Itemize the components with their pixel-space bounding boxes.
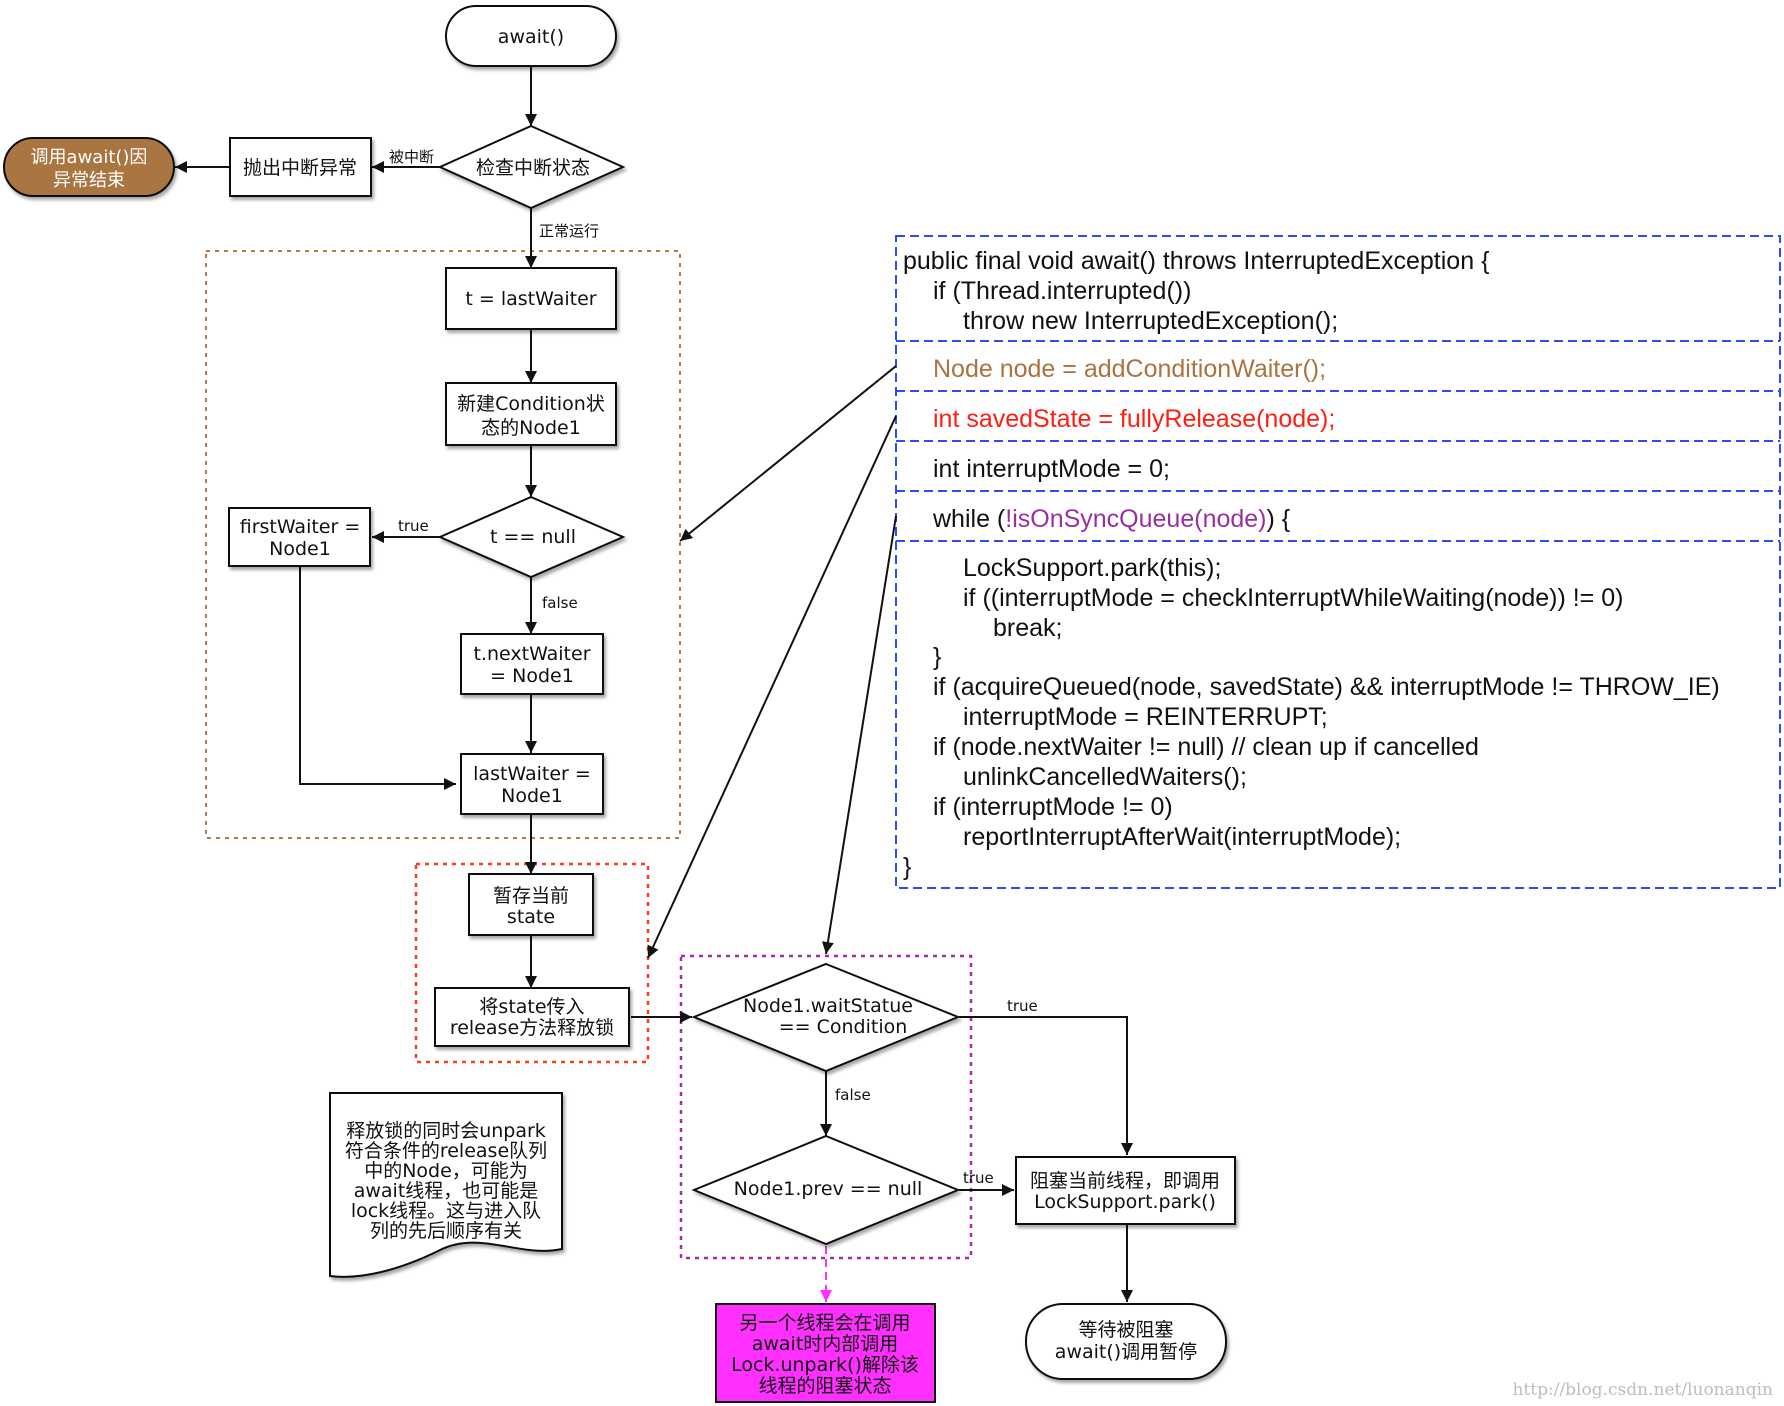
connector-add-condition-waiter (679, 365, 897, 542)
t-null-decision: t == null (437, 495, 626, 579)
svg-text:Node1: Node1 (269, 538, 331, 560)
code-line-5: int savedState = fullyRelease(node); (933, 405, 1335, 433)
svg-text:检查中断状态: 检查中断状态 (476, 157, 590, 179)
edge-label-prev-true: true (963, 1169, 994, 1187)
code-line-8: LockSupport.park(this); (963, 554, 1221, 582)
svg-text:新建Condition状: 新建Condition状 (457, 393, 605, 415)
wait-end-terminal: 等待被阻塞 await()调用暂停 (1025, 1303, 1227, 1380)
save-state-box: 暂存当前 state (468, 873, 594, 936)
svg-text:暂存当前: 暂存当前 (493, 885, 569, 907)
code-line-17: reportInterruptAfterWait(interruptMode); (963, 823, 1401, 851)
prev-null-decision: Node1.prev == null (691, 1134, 961, 1246)
code-line-2: if (Thread.interrupted()) (933, 277, 1191, 305)
svg-text:await()调用暂停: await()调用暂停 (1055, 1341, 1197, 1363)
edge-label-t-true: true (398, 517, 429, 535)
svg-text:将state传入: 将state传入 (479, 996, 584, 1018)
code-line-9: if ((interruptMode = checkInterruptWhile… (963, 584, 1623, 612)
code-line-3: throw new InterruptedException(); (963, 307, 1338, 335)
svg-text:线程的阻塞状态: 线程的阻塞状态 (758, 1375, 891, 1397)
svg-text:t == null: t == null (490, 526, 576, 548)
frame-sync-queue (679, 954, 973, 1260)
edge-label-interrupted: 被中断 (389, 148, 434, 166)
connector-is-on-sync-queue (821, 515, 897, 955)
t-last-waiter-box: t = lastWaiter (445, 267, 617, 330)
wait-status-decision: Node1.waitStatue == Condition (691, 962, 961, 1073)
code-line-10: break; (993, 614, 1062, 642)
code-is-on-sync-queue: !isOnSyncQueue(node) (1005, 505, 1266, 533)
svg-text:await(): await() (498, 26, 564, 48)
code-while-keyword: while ( (932, 505, 1006, 533)
code-line-1: public final void await() throws Interru… (903, 247, 1489, 275)
svg-text:state: state (507, 906, 555, 928)
svg-text:lock线程。这与进入队: lock线程。这与进入队 (351, 1200, 541, 1222)
svg-text:t = lastWaiter: t = lastWaiter (465, 288, 596, 310)
svg-text:Node1: Node1 (501, 785, 563, 807)
code-line-7: while (!isOnSyncQueue(node)) { (932, 505, 1290, 533)
unpark-note-box: 另一个线程会在调用 await时内部调用 Lock.unpark()解除该 线程… (715, 1303, 936, 1403)
last-waiter-box: lastWaiter = Node1 (460, 753, 604, 815)
svg-text:抛出中断异常: 抛出中断异常 (243, 157, 357, 179)
svg-text:Lock.unpark()解除该: Lock.unpark()解除该 (731, 1354, 919, 1376)
svg-text:await线程，也可能是: await线程，也可能是 (354, 1180, 539, 1202)
next-waiter-box: t.nextWaiter = Node1 (460, 633, 604, 695)
edge-label-ws-false: false (835, 1086, 871, 1104)
edge-label-ws-true: true (1007, 997, 1038, 1015)
svg-text:= Node1: = Node1 (490, 665, 574, 687)
svg-text:另一个线程会在调用: 另一个线程会在调用 (739, 1312, 910, 1334)
svg-text:阻塞当前线程，即调用: 阻塞当前线程，即调用 (1030, 1170, 1220, 1192)
svg-text:== Condition: == Condition (779, 1016, 908, 1038)
throw-interrupt-box: 抛出中断异常 (229, 137, 372, 197)
exception-end-terminal: 调用await()因 异常结束 (3, 137, 175, 197)
code-line-13: interruptMode = REINTERRUPT; (963, 703, 1328, 731)
code-line-15: unlinkCancelledWaiters(); (963, 763, 1247, 791)
svg-text:符合条件的release队列: 符合条件的release队列 (345, 1140, 547, 1162)
svg-text:态的Node1: 态的Node1 (481, 417, 581, 439)
check-interrupt-decision: 检查中断状态 (437, 124, 626, 210)
svg-text:lastWaiter =: lastWaiter = (473, 763, 591, 785)
svg-text:中的Node，可能为: 中的Node，可能为 (364, 1160, 528, 1182)
svg-text:调用await()因: 调用await()因 (31, 147, 148, 168)
svg-text:Node1.waitStatue: Node1.waitStatue (743, 995, 913, 1017)
code-while-close: ) { (1267, 505, 1291, 533)
svg-text:LockSupport.park(): LockSupport.park() (1034, 1191, 1216, 1213)
svg-text:等待被阻塞: 等待被阻塞 (1078, 1319, 1173, 1341)
release-note-document: 释放锁的同时会unpark 符合条件的release队列 中的Node，可能为 … (329, 1092, 563, 1278)
svg-text:列的先后顺序有关: 列的先后顺序有关 (370, 1220, 522, 1242)
first-waiter-box: firstWaiter = Node1 (228, 507, 371, 567)
code-line-16: if (interruptMode != 0) (933, 793, 1173, 821)
svg-text:释放锁的同时会unpark: 释放锁的同时会unpark (346, 1120, 546, 1142)
connector-fully-release (647, 415, 897, 959)
code-line-12: if (acquireQueued(node, savedState) && i… (933, 673, 1720, 701)
svg-text:Node1.prev == null: Node1.prev == null (734, 1178, 923, 1200)
new-node-box: 新建Condition状 态的Node1 (445, 382, 617, 446)
svg-text:firstWaiter =: firstWaiter = (240, 516, 361, 538)
flow-edges (175, 66, 1133, 1302)
code-line-14: if (node.nextWaiter != null) // clean up… (933, 733, 1479, 761)
code-block: public final void await() throws Interru… (895, 235, 1781, 889)
code-line-11: } (933, 643, 941, 671)
code-line-4: Node node = addConditionWaiter(); (933, 355, 1326, 383)
park-box: 阻塞当前线程，即调用 LockSupport.park() (1015, 1156, 1236, 1225)
start-terminal: await() (445, 5, 617, 67)
svg-text:release方法释放锁: release方法释放锁 (450, 1017, 614, 1039)
svg-text:await时内部调用: await时内部调用 (752, 1333, 899, 1355)
edge-label-normal: 正常运行 (539, 222, 599, 240)
code-line-6: int interruptMode = 0; (933, 455, 1170, 483)
svg-text:异常结束: 异常结束 (53, 170, 125, 191)
edge-label-t-false: false (542, 594, 578, 612)
code-line-18: } (903, 853, 911, 881)
release-box: 将state传入 release方法释放锁 (434, 987, 630, 1047)
watermark: http://blog.csdn.net/luonanqin (1513, 1380, 1774, 1400)
frame-add-waiter (205, 250, 681, 839)
svg-text:t.nextWaiter: t.nextWaiter (473, 643, 590, 665)
